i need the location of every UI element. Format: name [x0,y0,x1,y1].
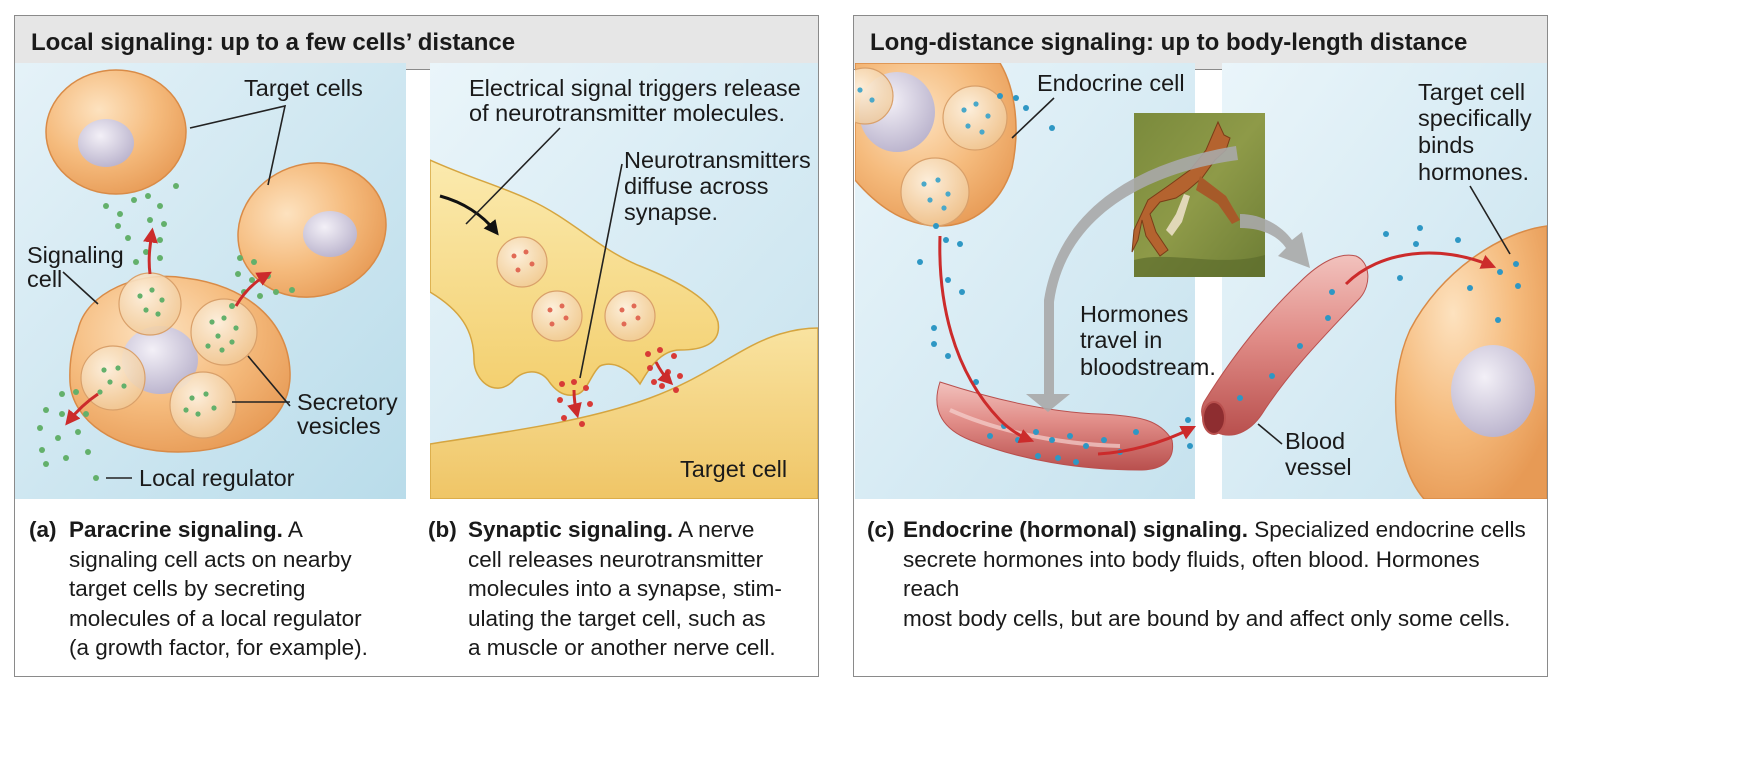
target-cell-right-nucleus [303,211,357,257]
caption-b-title: Synaptic signaling. [468,517,674,542]
target-cell-c-nucleus [1451,345,1535,437]
label-hormones-1: Hormones [1080,301,1188,327]
caption-b-line-3: ulating the target cell, such as [468,605,766,631]
vesicle-neurotransmitters [511,249,641,327]
label-signaling-cell-1: Signaling [27,242,124,268]
caption-c-body: Endocrine (hormonal) signaling. Speciali… [903,515,1542,633]
hormone-molecules [917,93,1521,465]
local-signaling-header: Local signaling: up to a few cells’ dist… [15,16,818,70]
caption-a: (a) Paracrine signaling. A signaling cel… [29,515,409,665]
label-electrical-2: of neurotransmitter molecules. [469,100,785,126]
caption-c-title: Endocrine (hormonal) signaling. [903,517,1249,542]
local-regulator-example [93,475,99,481]
label-signaling-cell-2: cell [27,266,62,292]
label-neuro-1: Neurotransmitters [624,147,811,173]
caption-b-body: Synaptic signaling. A nerve cell release… [468,515,782,663]
caption-b-line-0: A nerve [678,517,755,542]
label-target-cells: Target cells [244,75,363,101]
label-blood-1: Blood [1285,428,1345,454]
label-target-3: binds [1418,132,1474,158]
paracrine-illustration: Target cells Signaling cell Secretory ve… [15,63,406,499]
caption-a-line-4: (a growth factor, for example). [69,635,368,660]
hormone-route-arrows [938,235,1497,456]
caption-c-letter: (c) [867,517,895,542]
nerve-terminal [430,159,720,396]
caption-b-line-4: a muscle or another nerve cell. [468,635,776,660]
diffuse-arrows [567,361,674,419]
label-neuro-3: synapse. [624,199,718,225]
endocrine-illustration: Endocrine cell Target cell specifically … [855,63,1547,499]
label-hormones-2: travel in [1080,327,1162,353]
label-target-2: specifically [1418,105,1532,131]
label-target-cell: Target cell [680,456,787,482]
caption-c-line-0: Specialized endocrine cells [1254,517,1526,542]
caption-b-letter: (b) [428,517,457,542]
label-blood-2: vessel [1285,454,1352,480]
panel-a-leaders [62,104,291,479]
caption-a-line-0: A [287,517,303,542]
label-secretory-2: vesicles [297,413,381,439]
deer-photo [1131,113,1265,277]
target-cell-top-nucleus [78,119,134,167]
label-neuro-2: diffuse across [624,173,769,199]
gray-arrow-right [1240,214,1310,268]
caption-a-letter: (a) [29,517,57,542]
label-target-1: Target cell [1418,79,1525,105]
caption-a-line-1: signaling cell acts on nearby [69,546,352,572]
caption-c-line-2: most body cells, but are bound by and af… [903,605,1511,631]
caption-a-line-2: target cells by secreting [69,576,306,601]
electrical-signal-arrow [439,194,499,236]
caption-b-line-2: molecules into a synapse, stim- [468,576,782,601]
caption-a-body: Paracrine signaling. A signaling cell ac… [69,515,368,663]
endocrine-vesicle-hormones [857,87,991,211]
caption-a-title: Paracrine signaling. [69,517,283,542]
long-distance-signaling-header: Long-distance signaling: up to body-leng… [854,16,1547,70]
blood-vessel-segment-1 [936,381,1174,471]
caption-b: (b) Synaptic signaling. A nerve cell rel… [428,515,813,665]
panel-c-leaders [1011,97,1511,445]
caption-b-line-1: cell releases neurotransmitter [468,546,764,572]
blood-vessel-segment-2 [1201,254,1369,436]
neurotransmitters-cleft [557,347,683,427]
synaptic-vesicles [496,236,656,342]
label-local-regulator: Local regulator [139,465,295,491]
target-cell [430,327,818,499]
label-endocrine-cell: Endocrine cell [1037,70,1185,96]
gray-arrow-down [1026,146,1238,412]
label-secretory-1: Secretory [297,389,398,415]
blood-vessel-opening [1202,401,1226,435]
caption-c: (c) Endocrine (hormonal) signaling. Spec… [867,515,1542,631]
release-arrows [65,227,272,426]
vesicle-contents [97,287,239,417]
synaptic-illustration: Electrical signal triggers release of ne… [430,63,818,499]
label-target-4: hormones. [1418,159,1529,185]
label-electrical-1: Electrical signal triggers release [469,75,801,101]
endocrine-vesicles [855,67,1008,227]
caption-c-line-1: secrete hormones into body fluids, often… [903,546,1480,602]
caption-a-line-3: molecules of a local regulator [69,605,362,631]
panel-b-leaders [465,127,623,379]
label-hormones-3: bloodstream. [1080,354,1216,380]
